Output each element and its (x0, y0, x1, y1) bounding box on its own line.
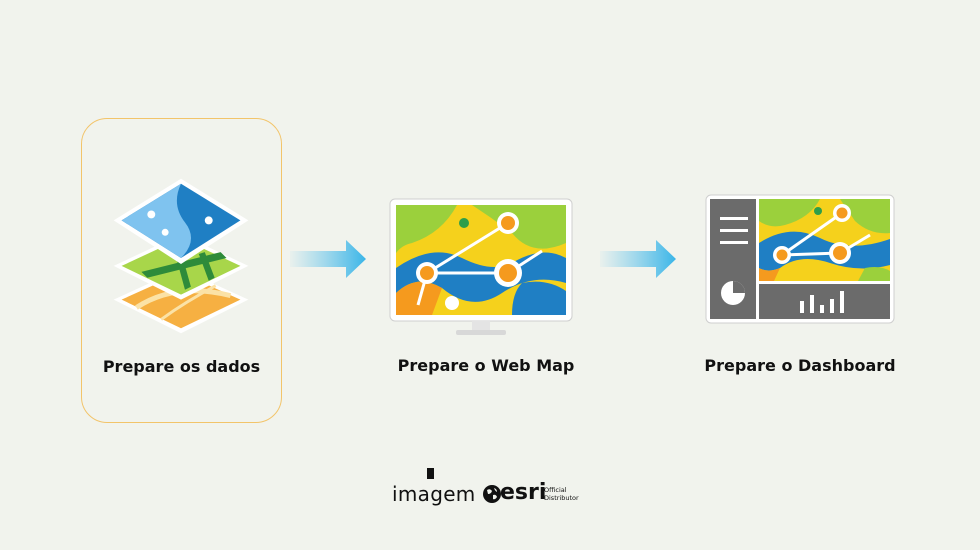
globe-icon (483, 485, 501, 503)
footer-logos: imagem esri Official Distributor (390, 468, 590, 508)
web-map-monitor-icon (389, 198, 573, 335)
esri-official-distributor: Official Distributor (544, 486, 594, 502)
step-prepare-web-map: Prepare o Web Map (372, 118, 600, 423)
imagem-logo-mark (427, 468, 434, 479)
data-layers-icon (113, 178, 249, 334)
arrow-right-icon (600, 240, 676, 278)
step-label: Prepare o Web Map (397, 356, 575, 375)
arrow-right-icon (290, 240, 366, 278)
esri-logo-text: esri (500, 480, 547, 505)
step-prepare-dashboard: Prepare o Dashboard (690, 118, 910, 423)
step-prepare-data: Prepare os dados (81, 118, 282, 423)
step-label: Prepare o Dashboard (704, 356, 896, 375)
dashboard-icon (705, 194, 895, 324)
esri-sub-official: Official (544, 486, 567, 494)
imagem-logo-text: imagem (392, 482, 476, 506)
step-label: Prepare os dados (102, 357, 261, 376)
esri-sub-distributor: Distributor (544, 494, 579, 502)
